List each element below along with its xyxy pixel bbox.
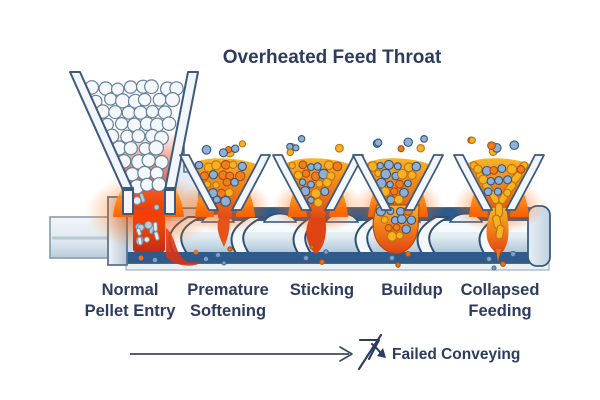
falling-pellets <box>132 192 160 263</box>
stage-label-sticking: Sticking <box>289 281 355 299</box>
hopper-left-wall <box>272 154 312 211</box>
diagram-title: Overheated Feed Throat <box>222 47 442 68</box>
hopper-buildup <box>352 135 444 268</box>
hopper-soft <box>179 140 271 266</box>
hopper-right-wall <box>404 154 444 211</box>
hopper-left-wall <box>352 154 392 211</box>
hopper-left-wall <box>453 154 493 211</box>
flow-arrow <box>130 333 386 371</box>
hopper-left-wall <box>69 71 134 215</box>
hopper-right-wall <box>505 154 545 211</box>
hopper-left-wall <box>179 154 219 211</box>
flow-annotation-label: Failed Conveying <box>392 346 521 363</box>
hopper-normal-pellet-entry <box>69 71 199 263</box>
failure-hoppers <box>179 135 545 271</box>
molten-splash <box>166 228 209 266</box>
broken-arrow-icon <box>357 333 386 371</box>
hopper-right-wall <box>164 71 199 215</box>
hopper-stick <box>272 135 364 265</box>
arrowhead-icon <box>339 346 353 362</box>
hopper-right-wall <box>231 154 271 211</box>
stage-label-buildup: Buildup <box>381 281 443 299</box>
hopper-collapsed <box>453 136 545 271</box>
